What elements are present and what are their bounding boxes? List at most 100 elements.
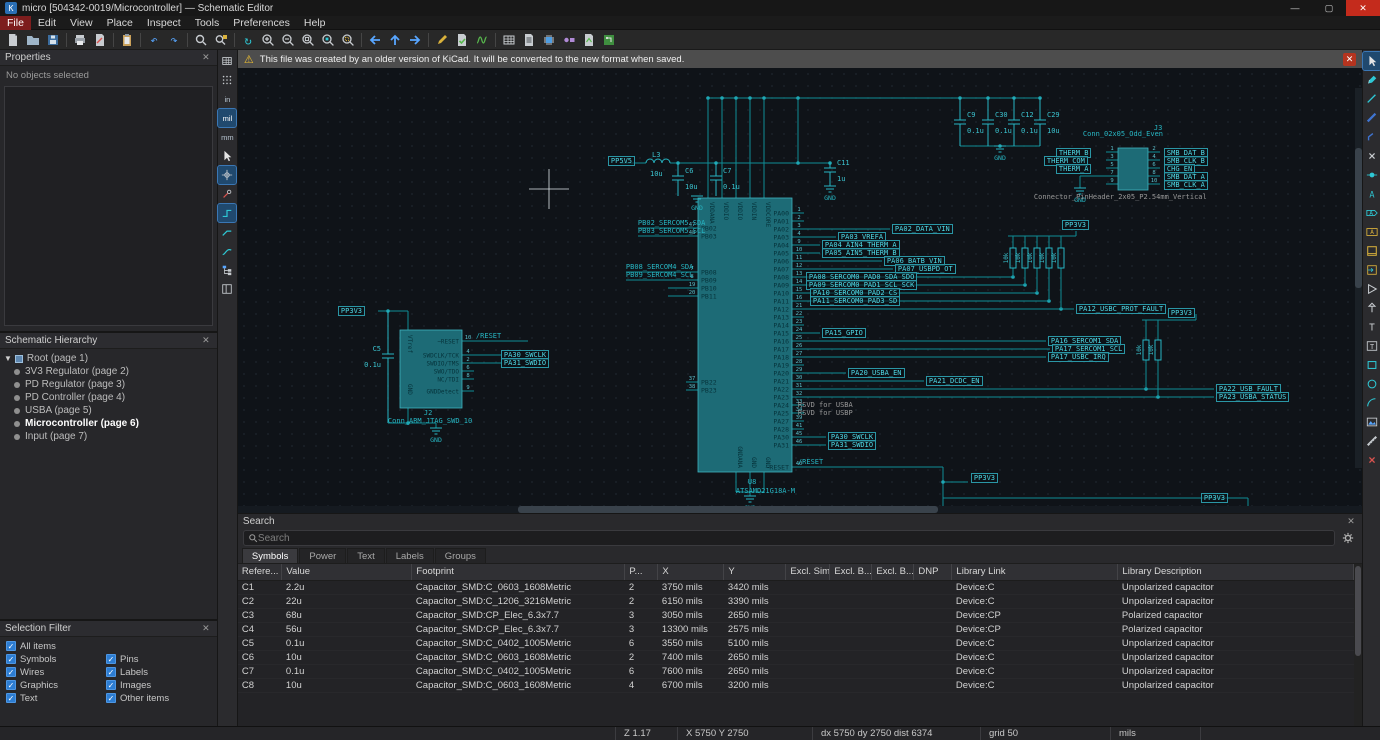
schematic-global-label[interactable]: SMB_CLK_A [1164, 180, 1208, 190]
column-header-value[interactable]: Value [282, 564, 412, 580]
save-button[interactable] [43, 31, 63, 49]
highlight-net-tool-button[interactable] [1363, 71, 1380, 89]
hierarchy-item-usba[interactable]: USBA (page 5) [0, 404, 217, 417]
checkbox-icon[interactable]: ✓ [106, 654, 116, 664]
column-header-x[interactable]: X [658, 564, 724, 580]
schematic-global-label[interactable]: PA31_SWDIO [501, 358, 549, 368]
schematic-global-label[interactable]: PP3V3 [1168, 308, 1195, 318]
schematic-global-label[interactable]: PA21_DCDC_EN [926, 376, 983, 386]
hierarchy-item-pd[interactable]: PD Regulator (page 3) [0, 378, 217, 391]
schematic-global-label[interactable]: PA15_GPIO [822, 328, 866, 338]
schematic-net-label[interactable]: J3 [1154, 124, 1162, 132]
schematic-global-label[interactable]: THERM_A [1056, 164, 1092, 174]
menu-help[interactable]: Help [297, 16, 333, 30]
assign-footprints-button[interactable] [559, 31, 579, 49]
table-row[interactable]: C610uCapacitor_SMD:C_0603_1608Metric2740… [238, 650, 1354, 664]
refresh-button[interactable]: ↻ [238, 31, 258, 49]
up-hierarchy-button[interactable] [385, 31, 405, 49]
schematic-global-label[interactable]: PP3V3 [1201, 493, 1228, 503]
schematic-net-label[interactable]: PB03_SERCOM5_SCL [638, 227, 705, 235]
column-header-p-[interactable]: P... [625, 564, 658, 580]
hierarchy-item-input[interactable]: Input (page 7) [0, 430, 217, 443]
zoom-out-button[interactable] [278, 31, 298, 49]
find-replace-button[interactable] [211, 31, 231, 49]
grid-dots-button[interactable] [218, 71, 236, 89]
sheet-tool-button[interactable] [1363, 242, 1380, 260]
schematic-global-label[interactable]: PA20_USBA_EN [848, 368, 905, 378]
schematic-note-text[interactable]: RSVD for USBA [798, 401, 853, 409]
table-row[interactable]: C12.2uCapacitor_SMD:C_0603_1608Metric237… [238, 580, 1354, 594]
schematic-canvas[interactable]: C90.1uC300.1uC120.1uC2910uC610uC70.1uC11… [238, 68, 1362, 513]
schematic-global-label[interactable]: PA02_DATA_VIN [892, 224, 953, 234]
open-pcb-editor-button[interactable] [599, 31, 619, 49]
schematic-global-label[interactable]: PA12_USBC_PROT_FAULT [1076, 304, 1166, 314]
search-tab-labels[interactable]: Labels [386, 548, 434, 563]
filter-pins[interactable]: ✓Pins [106, 654, 206, 665]
checkbox-icon[interactable]: ✓ [6, 654, 16, 664]
table-row[interactable]: C810uCapacitor_SMD:C_0603_1608Metric4670… [238, 678, 1354, 692]
schematic-global-label[interactable]: PA17_USBC_IRQ [1048, 352, 1109, 362]
arc-tool-button[interactable] [1363, 394, 1380, 412]
banner-close-icon[interactable]: ✕ [1343, 53, 1356, 66]
schematic-global-label[interactable]: PP3V3 [1062, 220, 1089, 230]
checkbox-icon[interactable]: ✓ [106, 667, 116, 677]
checkbox-icon[interactable]: ✓ [106, 693, 116, 703]
schematic-net-label[interactable]: U8 [748, 478, 756, 486]
column-header-footprint[interactable]: Footprint [412, 564, 625, 580]
filter-wires[interactable]: ✓Wires [6, 667, 106, 678]
hier-label-tool-button[interactable]: A [1363, 223, 1380, 241]
hierarchy-navigator-button[interactable] [218, 261, 236, 279]
menu-preferences[interactable]: Preferences [226, 16, 297, 30]
wire-tool-button[interactable] [1363, 90, 1380, 108]
table-row[interactable]: C368uCapacitor_SMD:CP_Elec_6.3x7.733050 … [238, 608, 1354, 622]
image-tool-button[interactable] [1363, 413, 1380, 431]
column-header-excl-sim[interactable]: Excl. Sim [786, 564, 830, 580]
ruler-tool-button[interactable] [1363, 432, 1380, 450]
column-header-y[interactable]: Y [724, 564, 786, 580]
table-row[interactable]: C222uCapacitor_SMD:C_1206_3216Metric2615… [238, 594, 1354, 608]
hierarchy-close-icon[interactable]: ✕ [200, 335, 212, 346]
schematic-note-text[interactable]: RSVD for USBP [798, 409, 853, 417]
annotate-button[interactable] [432, 31, 452, 49]
print-button[interactable] [70, 31, 90, 49]
bus-entry-tool-button[interactable] [1363, 128, 1380, 146]
search-close-icon[interactable]: ✕ [1345, 516, 1357, 527]
menu-inspect[interactable]: Inspect [140, 16, 188, 30]
undo-button[interactable]: ↶ [144, 31, 164, 49]
symbol-tool-button[interactable] [1363, 280, 1380, 298]
checkbox-icon[interactable]: ✓ [6, 680, 16, 690]
net-label-tool-button[interactable]: A [1363, 185, 1380, 203]
filter-symbols[interactable]: ✓Symbols [6, 654, 106, 665]
zoom-selection-button[interactable] [338, 31, 358, 49]
hierarchy-item-root[interactable]: ▼Root (page 1) [0, 352, 217, 365]
new-schematic-button[interactable] [3, 31, 23, 49]
cursor-full-crosshair-button[interactable] [218, 166, 236, 184]
column-header-refere-[interactable]: Refere... [238, 564, 282, 580]
checkbox-icon[interactable]: ✓ [6, 693, 16, 703]
menu-view[interactable]: View [63, 16, 100, 30]
textbox-tool-button[interactable]: T [1363, 337, 1380, 355]
junction-tool-button[interactable] [1363, 166, 1380, 184]
sheet-pin-tool-button[interactable] [1363, 261, 1380, 279]
menu-file[interactable]: File [0, 16, 31, 30]
filter-labels[interactable]: ✓Labels [106, 667, 206, 678]
schematic-net-label[interactable]: J2 [424, 409, 432, 417]
schematic-global-label[interactable]: PA11_SERCOM0_PAD3_SD [810, 296, 900, 306]
schematic-net-label[interactable]: Conn_ARM_JTAG_SWD_10 [388, 417, 472, 425]
schematic-global-label[interactable]: PA31_SWDIO [828, 440, 876, 450]
schematic-global-label[interactable]: PP3V3 [971, 473, 998, 483]
hv-wires-button[interactable] [218, 204, 236, 222]
checkbox-icon[interactable]: ✓ [106, 680, 116, 690]
checkbox-icon[interactable]: ✓ [6, 667, 16, 677]
cursor-default-button[interactable] [218, 147, 236, 165]
column-header-library-description[interactable]: Library Description [1118, 564, 1354, 580]
export-netlist-button[interactable] [579, 31, 599, 49]
canvas-horizontal-scrollbar[interactable] [238, 506, 1362, 513]
power-tool-button[interactable] [1363, 299, 1380, 317]
results-scrollbar[interactable] [1354, 564, 1362, 726]
minimize-button[interactable]: — [1278, 0, 1312, 16]
bom-button[interactable] [519, 31, 539, 49]
delete-tool-button[interactable] [1363, 451, 1380, 469]
redo-button[interactable]: ↷ [164, 31, 184, 49]
checkbox-icon[interactable]: ✓ [6, 641, 16, 651]
